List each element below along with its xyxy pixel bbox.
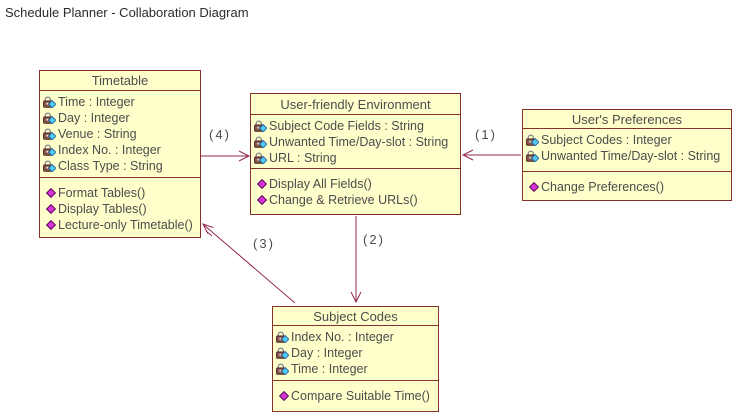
class-name: Subject Codes [273,307,438,326]
operations-compartment: Compare Suitable Time() [273,381,438,411]
public-operation-diamond-icon [46,204,56,214]
private-attribute-lock-icon [42,144,56,156]
attribute-row: Index No. : Integer [40,142,200,158]
operation-row: Lecture-only Timetable() [40,217,200,233]
message-label-3: (3) [253,236,275,251]
private-attribute-lock-icon [275,347,289,359]
message-arrow-4[interactable] [201,150,251,162]
message-label-2: (2) [363,232,385,247]
attribute-row: Subject Codes : Integer [523,132,731,148]
attribute-row: Day : Integer [273,345,438,361]
operations-compartment: Display All Fields() Change & Retrieve U… [251,169,460,214]
attribute-label: URL : String [269,151,337,165]
private-attribute-lock-icon [42,160,56,172]
attribute-row: Venue : String [40,126,200,142]
attribute-label: Class Type : String [58,159,163,173]
operation-row: Display Tables() [40,201,200,217]
operations-compartment: Change Preferences() [523,172,731,200]
operation-row: Change Preferences() [523,179,731,195]
operations-compartment: Format Tables() Display Tables() Lecture… [40,178,200,237]
public-operation-diamond-icon [279,391,289,401]
class-box-subject-codes[interactable]: Subject Codes Index No. : Integer Day : … [272,306,439,412]
public-operation-diamond-icon [529,182,539,192]
public-operation-diamond-icon [257,195,267,205]
private-attribute-lock-icon [42,96,56,108]
private-attribute-lock-icon [275,363,289,375]
class-box-timetable[interactable]: Timetable Time : Integer Day : Integer V… [39,70,201,238]
attribute-row: Unwanted Time/Day-slot : String [523,148,731,164]
message-label-1: (1) [475,127,497,142]
private-attribute-lock-icon [253,152,267,164]
attribute-row: Time : Integer [273,361,438,377]
class-name: User-friendly Environment [251,94,460,115]
attribute-row: Day : Integer [40,110,200,126]
attributes-compartment: Subject Codes : Integer Unwanted Time/Da… [523,129,731,172]
attributes-compartment: Index No. : Integer Day : Integer Time :… [273,326,438,381]
attribute-label: Subject Codes : Integer [541,133,672,147]
private-attribute-lock-icon [275,331,289,343]
private-attribute-lock-icon [253,120,267,132]
private-attribute-lock-icon [525,134,539,146]
attribute-label: Unwanted Time/Day-slot : String [541,149,721,163]
public-operation-diamond-icon [46,220,56,230]
attribute-label: Day : Integer [291,346,363,360]
public-operation-diamond-icon [257,179,267,189]
class-name: User's Preferences [523,110,731,129]
private-attribute-lock-icon [253,136,267,148]
message-arrow-2[interactable] [350,216,362,304]
class-box-user-friendly-environment[interactable]: User-friendly Environment Subject Code F… [250,93,461,215]
private-attribute-lock-icon [525,150,539,162]
private-attribute-lock-icon [42,128,56,140]
operation-row: Change & Retrieve URLs() [251,192,460,208]
attribute-label: Index No. : Integer [291,330,394,344]
private-attribute-lock-icon [42,112,56,124]
message-label-4: (4) [209,127,231,142]
diagram-title: Schedule Planner - Collaboration Diagram [5,5,249,20]
attribute-label: Subject Code Fields : String [269,119,424,133]
message-arrow-1[interactable] [461,149,521,161]
attribute-row: Class Type : String [40,158,200,174]
operation-label: Compare Suitable Time() [291,389,430,403]
attribute-label: Day : Integer [58,111,130,125]
attribute-row: Unwanted Time/Day-slot : String [251,134,460,150]
class-box-users-preferences[interactable]: User's Preferences Subject Codes : Integ… [522,109,732,201]
operation-label: Change Preferences() [541,180,664,194]
class-name: Timetable [40,71,200,91]
attribute-row: Index No. : Integer [273,329,438,345]
operation-label: Lecture-only Timetable() [58,218,193,232]
attribute-row: Time : Integer [40,94,200,110]
attribute-label: Unwanted Time/Day-slot : String [269,135,449,149]
operation-label: Format Tables() [58,186,146,200]
attribute-label: Index No. : Integer [58,143,161,157]
operation-label: Display All Fields() [269,177,372,191]
operation-row: Compare Suitable Time() [273,388,438,404]
attribute-row: URL : String [251,150,460,166]
attributes-compartment: Subject Code Fields : String Unwanted Ti… [251,115,460,169]
attribute-row: Subject Code Fields : String [251,118,460,134]
attribute-label: Venue : String [58,127,137,141]
public-operation-diamond-icon [46,188,56,198]
attribute-label: Time : Integer [291,362,368,376]
operation-row: Format Tables() [40,185,200,201]
operation-label: Change & Retrieve URLs() [269,193,418,207]
operation-label: Display Tables() [58,202,147,216]
attributes-compartment: Time : Integer Day : Integer Venue : Str… [40,91,200,178]
operation-row: Display All Fields() [251,176,460,192]
attribute-label: Time : Integer [58,95,135,109]
